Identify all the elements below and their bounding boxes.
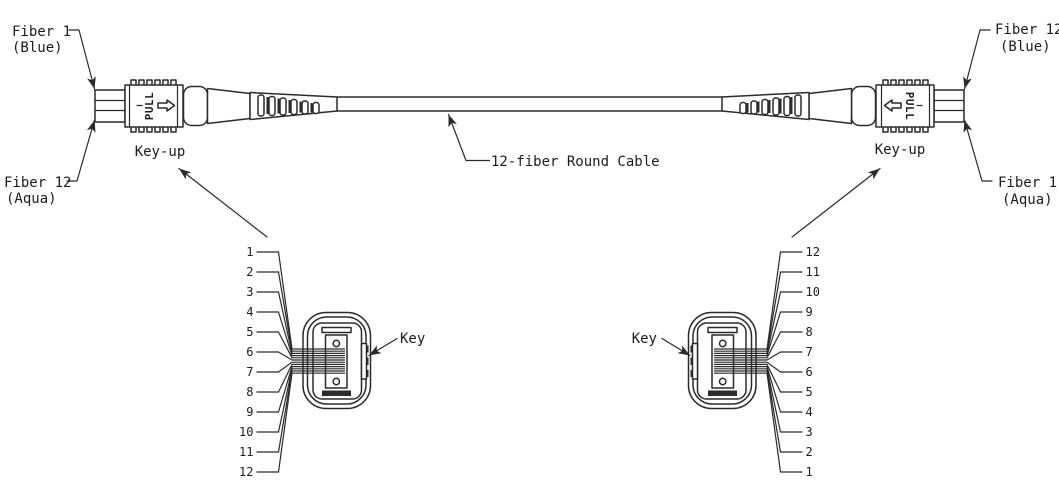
pull-tab-text-a: PULL	[143, 92, 156, 121]
cable-leader	[447, 113, 491, 162]
fiber-number: 10	[239, 425, 253, 439]
label-cable: 12-fiber Round Cable	[491, 154, 660, 170]
plug-end-a	[67, 30, 337, 237]
label-end-b-bottom-color: (Aqua)	[1002, 192, 1053, 208]
fiber-number: 4	[246, 305, 253, 319]
label-end-b-bottom-fiber: Fiber 1	[998, 175, 1057, 191]
label-end-a-bottom-fiber: Fiber 12	[4, 175, 71, 191]
fiber-number: 12	[806, 245, 820, 259]
fiber-number: 4	[806, 405, 813, 419]
face-a-fiber-numbers: 1 2 3 4 5 6 7 8 9 10 11 12	[239, 245, 253, 479]
fiber-number: 7	[806, 345, 813, 359]
fiber-number: 8	[246, 385, 253, 399]
fiber-number: 1	[246, 245, 253, 259]
fiber-number: 11	[806, 265, 820, 279]
label-end-b-top-color: (Blue)	[1000, 39, 1051, 55]
fiber-number: 6	[806, 365, 813, 379]
fiber-number: 2	[246, 265, 253, 279]
fiber-number: 3	[246, 285, 253, 299]
fiber-number: 9	[806, 305, 813, 319]
pull-tab-text-b: PULL	[903, 92, 916, 121]
label-keyup-a: Key-up	[135, 144, 186, 160]
fiber-number: 11	[239, 445, 253, 459]
fiber-number: 3	[806, 425, 813, 439]
fiber-number: 10	[806, 285, 820, 299]
face-view-a	[257, 252, 397, 472]
label-keyup-b: Key-up	[875, 142, 926, 158]
face-b-fiber-numbers: 12 11 10 9 8 7 6 5 4 3 2 1	[806, 245, 820, 479]
plug-end-b	[722, 30, 992, 237]
round-cable	[336, 96, 723, 112]
fiber-number: 5	[806, 385, 813, 399]
label-end-a-top-fiber: Fiber 1	[12, 24, 71, 40]
fiber-number: 1	[806, 465, 813, 479]
label-end-b-top-fiber: Fiber 12	[995, 22, 1059, 38]
label-end-a-bottom-color: (Aqua)	[6, 191, 57, 207]
label-end-a-top-color: (Blue)	[12, 40, 63, 56]
label-key-b: Key	[632, 331, 657, 347]
fiber-number: 5	[246, 325, 253, 339]
fiber-number: 6	[246, 345, 253, 359]
fiber-number: 7	[246, 365, 253, 379]
label-key-a: Key	[400, 331, 425, 347]
face-view-b	[662, 252, 802, 472]
fiber-number: 2	[806, 445, 813, 459]
fiber-number: 8	[806, 325, 813, 339]
fiber-number: 9	[246, 405, 253, 419]
fiber-number: 12	[239, 465, 253, 479]
